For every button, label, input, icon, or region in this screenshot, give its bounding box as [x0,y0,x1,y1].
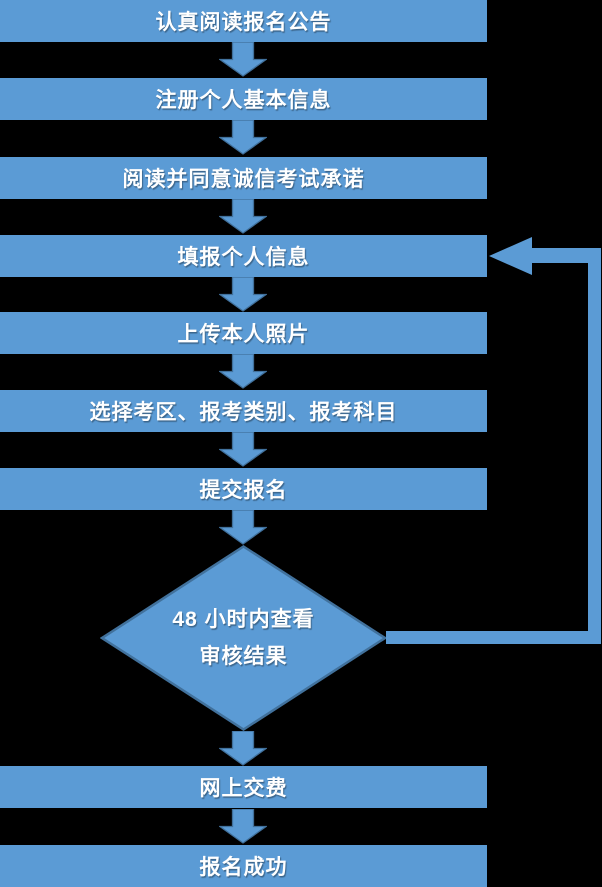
down-arrow-icon-7 [219,510,267,545]
step-label: 网上交费 [199,777,288,800]
down-arrow-icon-3 [219,199,267,234]
step-box-submit-registration: 提交报名 [0,468,487,510]
step-label: 选择考区、报考类别、报考科目 [89,401,398,424]
step-label: 提交报名 [199,479,288,502]
step-label: 填报个人信息 [177,246,310,269]
down-arrow-icon-6 [219,432,267,467]
loop-connector-right-segment [588,248,601,644]
loop-connector-top-segment [531,248,601,263]
step-label: 注册个人基本信息 [155,89,332,112]
step-box-select-exam-options: 选择考区、报考类别、报考科目 [0,390,487,432]
loop-arrowhead-left-icon [489,237,532,275]
step-box-registration-success: 报名成功 [0,845,487,887]
step-label: 上传本人照片 [177,323,310,346]
step-box-read-announcement: 认真阅读报名公告 [0,0,487,42]
down-arrow-icon-9 [219,809,267,844]
decision-label-line2: 审核结果 [199,645,288,668]
step-box-agree-honesty-pledge: 阅读并同意诚信考试承诺 [0,157,487,199]
down-arrow-icon-2 [219,120,267,155]
step-label: 报名成功 [199,856,288,879]
down-arrow-icon-5 [219,354,267,389]
step-label: 阅读并同意诚信考试承诺 [122,168,365,191]
decision-label-line1: 48 小时内查看 [172,608,315,631]
step-box-register-basic-info: 注册个人基本信息 [0,78,487,120]
step-label: 认真阅读报名公告 [155,11,332,34]
down-arrow-icon-4 [219,277,267,312]
decision-label: 48 小时内查看 审核结果 [100,545,387,731]
down-arrow-icon-1 [219,42,267,77]
step-box-pay-online: 网上交费 [0,766,487,808]
down-arrow-icon-8 [219,731,267,766]
step-box-fill-personal-info: 填报个人信息 [0,235,487,277]
loop-connector-bottom-segment [386,631,601,644]
decision-diamond-review-result: 48 小时内查看 审核结果 [100,545,387,731]
step-box-upload-photo: 上传本人照片 [0,312,487,354]
diamond-shape [100,545,387,731]
